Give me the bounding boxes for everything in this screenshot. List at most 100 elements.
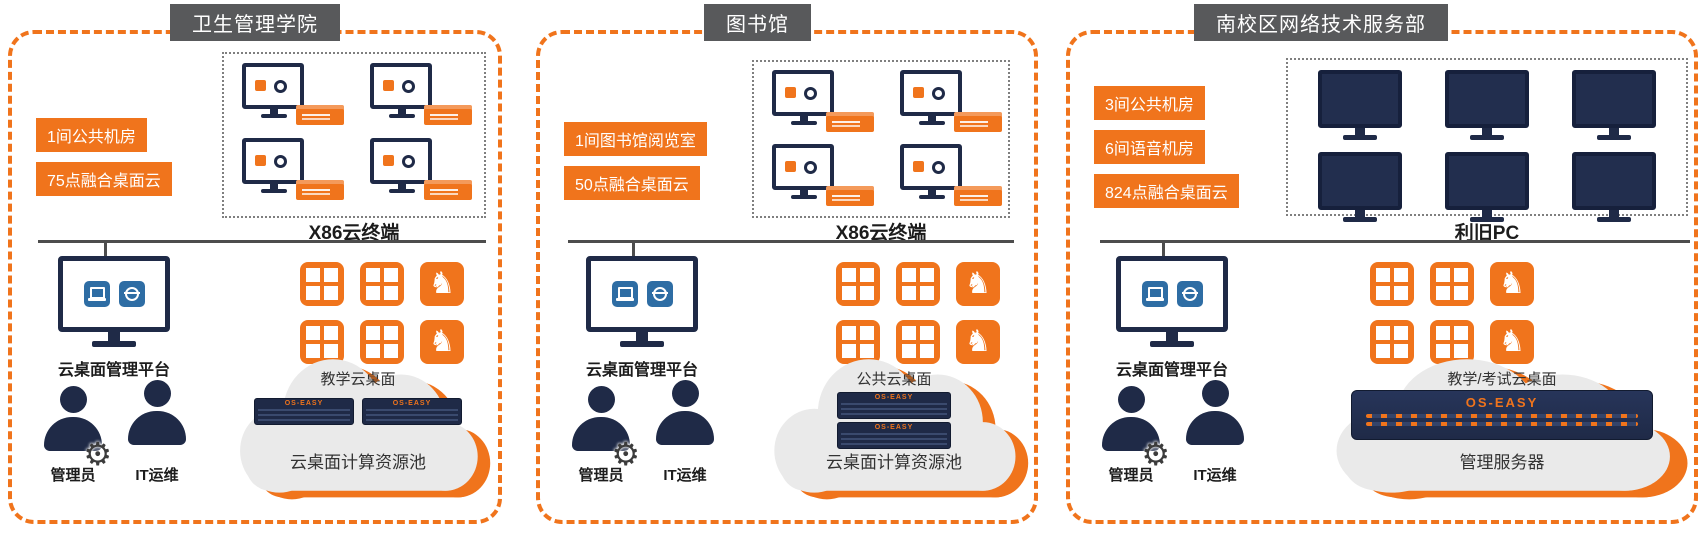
stat-tag: 75点融合桌面云 xyxy=(36,162,172,196)
x86-terminal-icon xyxy=(242,62,344,133)
terminal-group-box xyxy=(222,52,486,218)
windows-icon xyxy=(360,262,404,306)
windows-icon xyxy=(1370,262,1414,306)
cloud-top-label: 教学/考试云桌面 xyxy=(1447,371,1557,388)
administrator-label: 管理员 xyxy=(578,467,624,484)
panel-title: 图书馆 xyxy=(704,4,811,41)
network-bus-line xyxy=(1100,240,1690,243)
management-platform: 云桌面管理平台 xyxy=(1100,256,1244,380)
server-lights xyxy=(1366,414,1638,418)
stat-tag: 3间公共机房 xyxy=(1094,86,1205,120)
stat-tag: 50点融合桌面云 xyxy=(564,166,700,200)
terminal-grid xyxy=(224,54,484,216)
terminal-caption: X86云终端 xyxy=(308,223,400,244)
panel-health-management-college: 卫生管理学院 1间公共机房 75点融合桌面云 xyxy=(8,4,502,524)
panel-library: 图书馆 1间图书馆阅览室 50点融合桌面云 xyxy=(536,4,1038,524)
laptop-icon xyxy=(83,281,110,307)
cloud-bottom-label: 管理服务器 xyxy=(1459,453,1545,472)
network-bus-line xyxy=(38,240,486,243)
kylin-os-icon xyxy=(420,262,464,306)
it-operator-label: IT运维 xyxy=(1193,467,1237,484)
pc-monitor-icon xyxy=(1314,70,1406,140)
cloud-terminal-device-icon xyxy=(826,112,874,132)
mini-laptop-icon xyxy=(785,87,796,98)
management-platform: 云桌面管理平台 xyxy=(570,256,714,380)
mini-globe-icon xyxy=(402,79,415,93)
windows-icon xyxy=(836,320,880,364)
globe-icon xyxy=(118,281,145,307)
headset-icon xyxy=(139,377,175,396)
administrator-label: 管理员 xyxy=(50,467,96,484)
windows-icon xyxy=(300,320,344,364)
mini-globe-icon xyxy=(932,161,945,174)
server-brand: OS-EASY xyxy=(392,400,432,407)
x86-terminal-icon xyxy=(370,62,472,133)
os-icons xyxy=(300,262,464,364)
globe-icon xyxy=(1176,281,1203,307)
headset-icon xyxy=(667,377,703,396)
cloud-top-label: 公共云桌面 xyxy=(856,371,932,388)
pc-monitor-icon xyxy=(1314,152,1406,222)
kylin-os-icon xyxy=(420,320,464,364)
server-lights xyxy=(1366,422,1638,426)
network-drop-line xyxy=(632,240,635,258)
server-rack-icon: OS-EASY xyxy=(837,392,951,419)
network-drop-line xyxy=(1162,240,1165,258)
cloud-terminal-device-icon xyxy=(954,112,1002,132)
cloud-terminal-device-icon xyxy=(826,186,874,206)
mini-monitor-icon xyxy=(242,137,306,193)
mini-monitor-icon xyxy=(370,137,434,193)
mini-laptop-icon xyxy=(255,79,266,91)
administrator-icon xyxy=(38,386,108,462)
server-brand: OS-EASY xyxy=(284,400,324,407)
mini-globe-icon xyxy=(932,87,945,100)
terminal-group-box xyxy=(752,60,1010,218)
administrator-icon xyxy=(1096,386,1166,462)
globe-icon xyxy=(646,281,673,307)
x86-terminal-icon xyxy=(772,144,874,214)
server-racks: OS-EASY OS-EASY xyxy=(758,392,1030,449)
platform-monitor-icon xyxy=(1116,256,1228,332)
mini-laptop-icon xyxy=(255,154,266,166)
platform-monitor-icon xyxy=(586,256,698,332)
cloud-bottom-label: 云桌面计算资源池 xyxy=(290,453,426,472)
staff-group: 管理员 IT运维 xyxy=(38,377,208,490)
terminal-caption: X86云终端 xyxy=(835,223,927,244)
mini-laptop-icon xyxy=(383,154,394,166)
mini-monitor-icon xyxy=(772,70,836,125)
management-platform: 云桌面管理平台 xyxy=(42,256,186,380)
windows-icon xyxy=(896,262,940,306)
it-operator-icon xyxy=(122,377,192,456)
staff-group: 管理员 IT运维 xyxy=(566,377,736,490)
cloud-bottom-label: 云桌面计算资源池 xyxy=(826,453,962,472)
server-brand: OS-EASY xyxy=(874,394,914,401)
room-stat-tags: 3间公共机房 6间语音机房 824点融合桌面云 xyxy=(1094,86,1239,208)
mini-monitor-icon xyxy=(370,62,434,118)
management-server-icon: OS-EASY xyxy=(1351,390,1653,440)
mini-globe-icon xyxy=(402,154,415,168)
room-stat-tags: 1间公共机房 75点融合桌面云 xyxy=(36,118,172,196)
windows-icon xyxy=(1430,320,1474,364)
headset-icon xyxy=(1197,377,1233,396)
platform-monitor-icon xyxy=(58,256,170,332)
administrator-label: 管理员 xyxy=(1108,467,1154,484)
x86-terminal-icon xyxy=(370,137,472,208)
cloud-terminal-device-icon xyxy=(424,179,472,200)
windows-icon xyxy=(896,320,940,364)
stat-tag: 824点融合桌面云 xyxy=(1094,174,1239,208)
server-brand: OS-EASY xyxy=(874,424,914,431)
kylin-os-icon xyxy=(1490,262,1534,306)
mini-globe-icon xyxy=(804,87,817,100)
server-rack-icon: OS-EASY xyxy=(362,398,462,425)
staff-group: 管理员 IT运维 xyxy=(1096,377,1266,490)
management-server-cloud: 教学/考试云桌面 OS-EASY 管理服务器 xyxy=(1314,344,1690,506)
laptop-icon xyxy=(1141,281,1168,307)
os-icons xyxy=(836,262,1000,364)
terminal-caption: 利旧PC xyxy=(1454,223,1520,244)
platform-label: 云桌面管理平台 xyxy=(1115,362,1228,379)
panel-title: 南校区网络技术服务部 xyxy=(1194,4,1448,41)
mini-laptop-icon xyxy=(383,79,394,91)
resource-pool-cloud: 教学云桌面 OS-EASY OS-EASY 云桌面计算资源池 xyxy=(224,344,492,506)
mini-monitor-icon xyxy=(242,62,306,118)
